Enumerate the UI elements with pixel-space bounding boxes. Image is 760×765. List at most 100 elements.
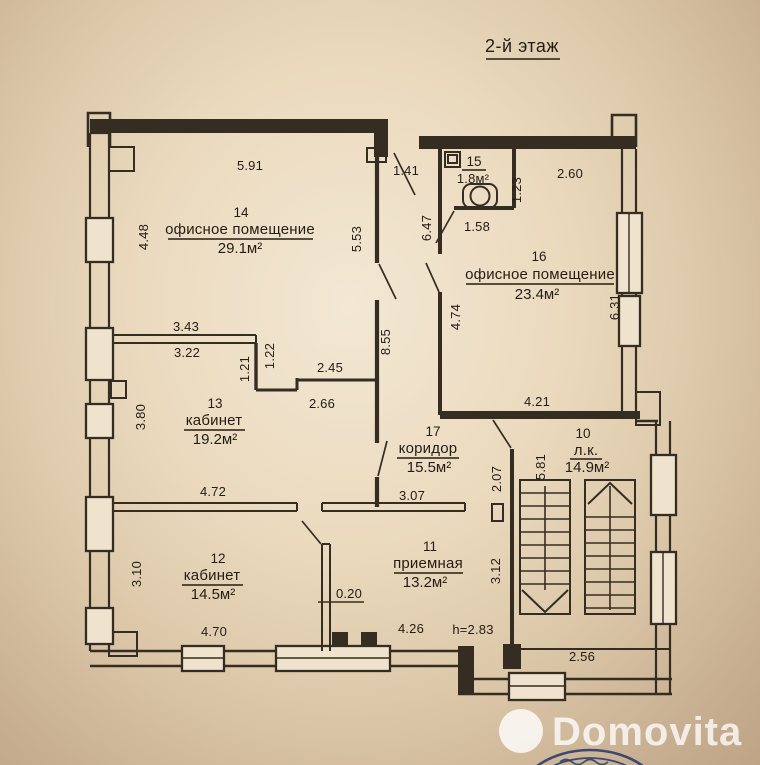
watermark-logo-icon (499, 709, 543, 753)
window-icon (617, 294, 642, 348)
dim-label: 6.47 (419, 215, 434, 241)
window-icon (649, 453, 678, 517)
pilaster (110, 380, 127, 399)
door-leaf-icon (393, 152, 416, 196)
chimney-top-right (610, 113, 638, 147)
wall-segment (112, 334, 257, 344)
stair-flight (584, 479, 636, 615)
room-17-name: коридор (399, 440, 458, 457)
dim-label: 4.72 (200, 484, 226, 499)
room-16-name: офисное помещение (465, 266, 615, 283)
dim-label: 4.70 (201, 624, 227, 639)
room-12-number: 12 (210, 551, 225, 566)
dim-label: 2.07 (489, 466, 504, 492)
dim-label: 1.23 (509, 177, 524, 203)
dim-label: 3.10 (129, 561, 144, 587)
pilaster (108, 146, 135, 172)
wall-segment (419, 136, 636, 149)
room-10-number: 10 (575, 426, 590, 441)
pilaster (635, 391, 661, 426)
dim-label: h=2.83 (452, 622, 493, 637)
wall-segment (321, 543, 331, 651)
dim-label: 1.58 (464, 219, 490, 234)
room-15-number: 15 (466, 154, 481, 169)
stamp-outer-ring (536, 748, 644, 765)
room-15-area: 1.8м² (457, 171, 490, 186)
page-title: 2-й этаж (485, 36, 559, 56)
room-labels: 14 офисное помещение 29.1м² 15 1.8м² 16 … (165, 154, 615, 603)
dim-label: 3.43 (173, 319, 199, 334)
room-11-number: 11 (423, 539, 437, 554)
dim-label: 4.48 (136, 224, 151, 250)
cistern-icon (444, 151, 461, 168)
door-leaf-icon (435, 210, 455, 244)
dim-label: 1.21 (237, 356, 252, 382)
dim-label: 2.60 (557, 166, 583, 181)
dim-label: 8.55 (378, 329, 393, 355)
windows (84, 211, 678, 702)
dim-label: 3.22 (174, 345, 200, 360)
room-14-area: 29.1м² (218, 240, 263, 257)
wall-segment (256, 378, 377, 392)
dim-label: 4.26 (398, 621, 424, 636)
dimension-labels: 5.91 1.41 2.60 1.58 3.43 3.22 2.45 2.66 … (129, 158, 622, 664)
room-13-name: кабинет (186, 412, 243, 429)
dim-label: 2.56 (569, 649, 595, 664)
stamp-text-squiggle (559, 758, 609, 765)
room-13-area: 19.2м² (193, 431, 238, 448)
room-14-name: офисное помещение (165, 221, 315, 238)
staircase (519, 479, 636, 615)
watermark: Domovita (499, 709, 742, 754)
dim-label: 3.07 (399, 488, 425, 503)
stamp (536, 748, 644, 765)
dim-label: 2.45 (317, 360, 343, 375)
door-leaf-icon (378, 263, 397, 300)
dim-label: 0.20 (336, 586, 362, 601)
dim-label: 5.81 (533, 454, 548, 480)
interior-walls (112, 149, 640, 651)
watermark-brand: Domovita (552, 710, 742, 754)
room-12-name: кабинет (184, 567, 241, 584)
door-leaf-icon (377, 440, 388, 477)
wall-segment (90, 119, 388, 133)
room-17-area: 15.5м² (407, 459, 452, 476)
dim-label: 5.53 (349, 226, 364, 252)
room-10-name: л.к. (574, 442, 598, 459)
dim-label: 1.41 (393, 163, 419, 178)
window-icon (84, 216, 115, 264)
dim-label: 5.91 (237, 158, 263, 173)
window-icon (84, 326, 115, 382)
room-10-area: 14.9м² (565, 459, 610, 476)
wall-segment (112, 502, 466, 512)
door-leaf-icon (492, 419, 512, 449)
wall-segment (503, 644, 521, 669)
stair-flight (519, 479, 571, 615)
room-11-area: 13.2м² (403, 574, 448, 591)
window-icon (84, 402, 115, 440)
dim-label: 3.80 (133, 404, 148, 430)
room-12-area: 14.5м² (191, 586, 236, 603)
wall-segment (440, 411, 640, 419)
room-16-area: 23.4м² (515, 286, 560, 303)
door-leaves (301, 152, 512, 545)
dim-label: 2.66 (309, 396, 335, 411)
stamp-inner-ring (553, 757, 627, 765)
room-13-number: 13 (207, 396, 222, 411)
door-leaf-icon (301, 520, 322, 545)
stair-arrow-down-icon (521, 589, 569, 614)
door-leaf-icon (425, 262, 440, 293)
dim-label: 4.21 (524, 394, 550, 409)
toilet-bowl-icon (469, 185, 491, 207)
room-17-number: 17 (425, 424, 440, 439)
title-block: 2-й этаж (485, 36, 560, 60)
wall-stub (491, 503, 504, 522)
window-icon (84, 606, 115, 646)
dim-label: 4.74 (448, 304, 463, 330)
dim-label: 1.22 (262, 343, 277, 369)
dim-label: 6.31 (607, 294, 622, 320)
room-14-number: 14 (233, 205, 249, 220)
wall-segment (88, 131, 111, 651)
room-16-number: 16 (531, 249, 546, 264)
room-11-name: приемная (393, 555, 463, 572)
